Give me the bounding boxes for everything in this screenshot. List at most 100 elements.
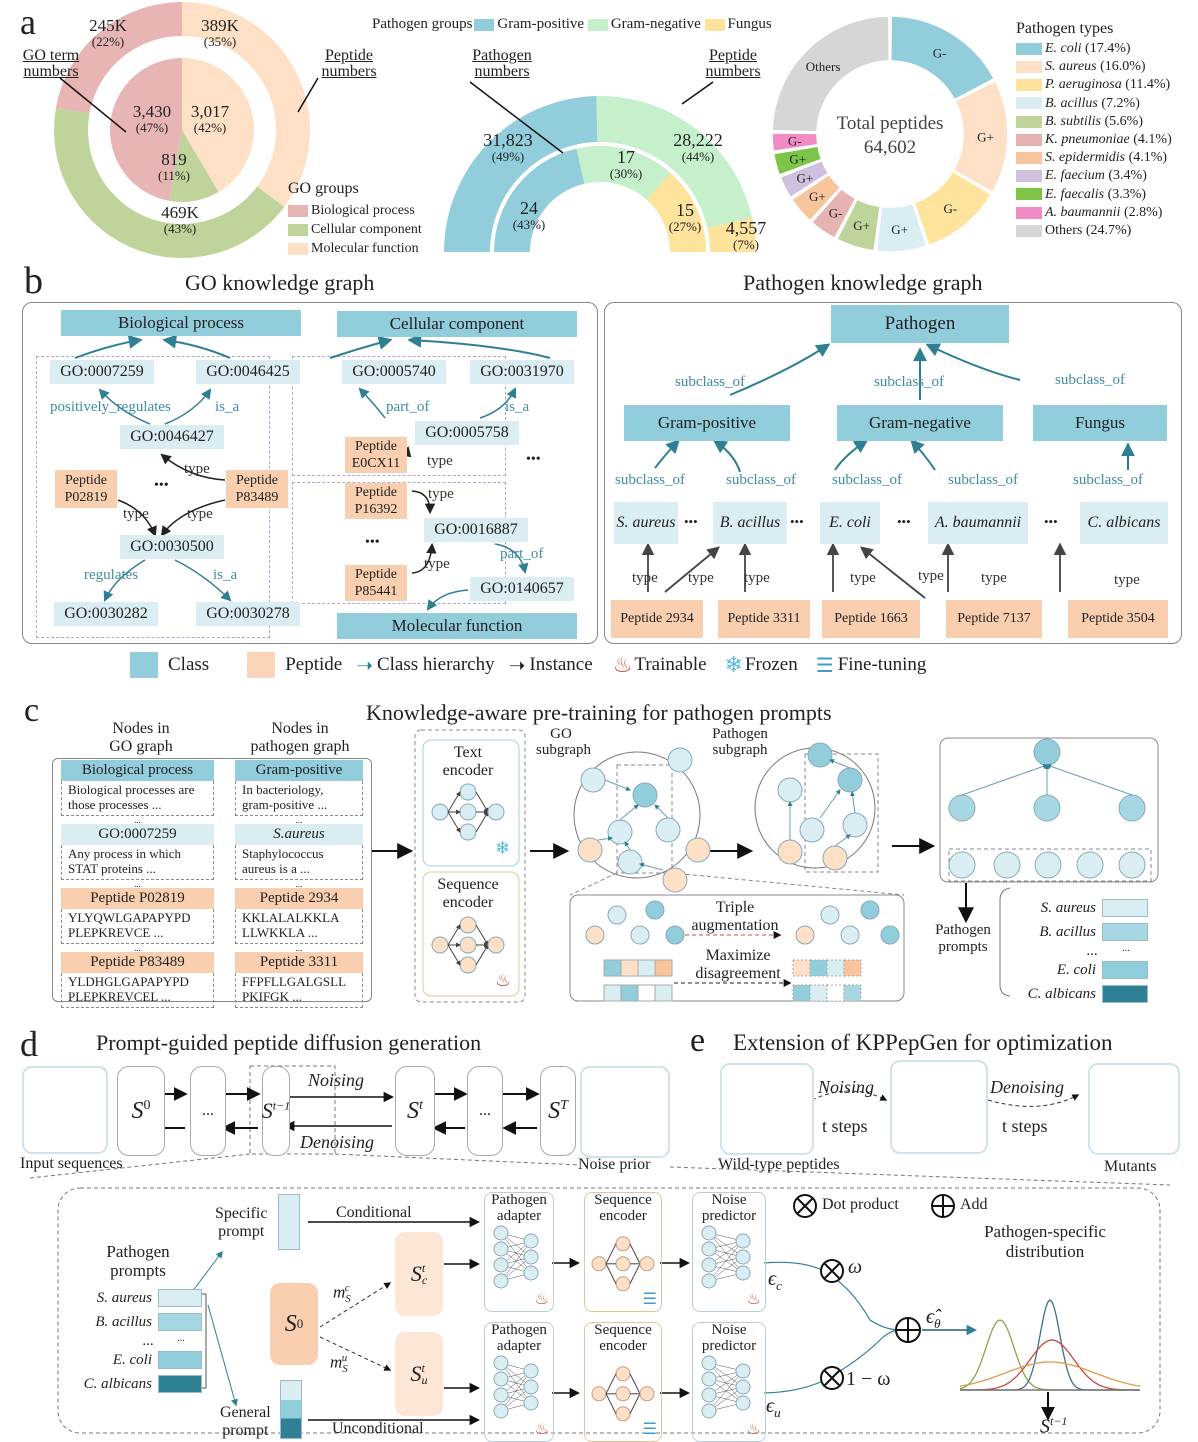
peptide-numbers-label-a: Peptide numbers (321, 47, 377, 80)
mask-u-label: mSu (330, 1352, 348, 1376)
outer-value-label: 28,222 (673, 130, 723, 150)
slice-tag-label: G- (829, 205, 843, 220)
type-slice (913, 170, 993, 247)
relation-label: regulates (84, 567, 139, 583)
graph-node (487, 936, 505, 954)
type-slice (835, 198, 881, 252)
type-slice (772, 145, 823, 176)
ellipsis: ••• (154, 478, 169, 493)
group-node-gram-positive: Gram-positive (624, 405, 790, 441)
outer-value-label: 245K (89, 16, 128, 35)
panel-c-label: c (24, 692, 40, 729)
inner-pct-label: (42%) (194, 120, 227, 135)
prompt-row: C. albicans (72, 1372, 202, 1396)
relation-label: subclass_of (675, 374, 745, 390)
go-node-molecular-function: Molecular function (337, 613, 577, 639)
inner-value-label: 3,017 (191, 102, 230, 121)
mutants-label: Mutants (1104, 1158, 1157, 1175)
mask-c-label: mSc (333, 1282, 351, 1306)
half-inner-slice-2 (646, 172, 706, 252)
outer-value-label: 4,557 (726, 218, 767, 238)
relation-label: positively_regulates (50, 399, 171, 415)
legend-item: B. acillus (7.2%) (1016, 95, 1172, 113)
type-slice (771, 15, 891, 133)
outer-slice-0 (55, 2, 182, 114)
species-node: B. acillus (713, 502, 787, 544)
go-term-numbers-label: GO term numbers (22, 47, 80, 80)
go-node: GO:0046425 (196, 360, 300, 384)
snowflake-icon: ❄ (724, 652, 743, 677)
graph-node (795, 925, 815, 945)
state-s-T: ST (540, 1066, 576, 1156)
class-hierarchy-arrow-icon: ➝ (356, 654, 373, 677)
relation-label: is_a (215, 399, 240, 415)
slice-tag-label: G+ (797, 170, 814, 185)
inner-value-label: 24 (520, 198, 538, 218)
flame-icon: ♨ (534, 1291, 549, 1309)
inner-pct-label: (27%) (669, 219, 702, 234)
distribution-curve (959, 1361, 1141, 1387)
sliders-icon: ☰ (642, 1421, 657, 1439)
prompt-row: E. coli (1008, 958, 1148, 982)
peptide-numbers-label-b: Peptide numbers (705, 47, 761, 80)
go-groups-legend-title: GO groups (288, 180, 359, 197)
flame-icon: ♨ (746, 1291, 761, 1309)
class-swatch (130, 652, 158, 678)
legend-item: E. faecalis (3.3%) (1016, 186, 1172, 204)
distribution-curve (960, 1339, 1140, 1391)
type-slice (779, 159, 830, 199)
legend-item: S. aureus (16.0%) (1016, 58, 1172, 76)
input-sequence-box (22, 1066, 108, 1154)
go-node: GO:0030282 (54, 602, 158, 626)
outer-value-label: 31,823 (483, 130, 533, 150)
separator: ... (134, 878, 141, 889)
prompt-row: S. aureus (1008, 896, 1148, 920)
t-steps-label: t steps (822, 1116, 868, 1136)
pathogen-root-node: Pathogen (831, 305, 1009, 343)
species-node: A. baumannii (928, 502, 1028, 544)
species-node: C. albicans (1080, 502, 1168, 544)
graph-node (807, 742, 833, 768)
peptide-node: Peptide 3311 (718, 600, 810, 638)
graph-node (1076, 851, 1104, 879)
pretrain-diagram (372, 729, 1159, 1003)
panel-c-title: Knowledge-aware pre-training for pathoge… (366, 700, 832, 725)
prompt-vector (1102, 923, 1148, 941)
relation-label: subclass_of (948, 472, 1018, 488)
noise-prior-box (580, 1066, 670, 1158)
go-node: GO:0046427 (120, 425, 224, 449)
state-ellipsis: ... (190, 1066, 226, 1156)
prompt-vector (1102, 961, 1148, 979)
flame-icon: ♨ (612, 652, 633, 677)
go-graph-frame (22, 302, 598, 644)
pathogen-graph-frame (604, 302, 1182, 644)
graph-node (799, 817, 825, 843)
prompt-row: E. coli (72, 1348, 202, 1372)
inner-value-label: 3,430 (133, 102, 171, 121)
inner-value-label: 819 (161, 150, 187, 169)
graph-node (487, 803, 505, 821)
go-node-biological-process: Biological process (61, 310, 301, 336)
outer-pct-label: (35%) (204, 34, 237, 49)
outer-value-label: 469K (161, 203, 200, 222)
add-legend: Add (960, 1196, 988, 1213)
peptide-node: Peptide 2934 (611, 600, 703, 638)
t-steps-label: t steps (1002, 1116, 1048, 1136)
prompt-vector (158, 1289, 202, 1307)
type-label: type (187, 506, 213, 522)
go-nested-donut-chart: 245K(22%)389K(35%)469K(43%)3,430(47%)3,0… (54, 2, 1009, 258)
relation-label: subclass_of (1073, 472, 1143, 488)
outer-slice-1 (54, 107, 285, 258)
